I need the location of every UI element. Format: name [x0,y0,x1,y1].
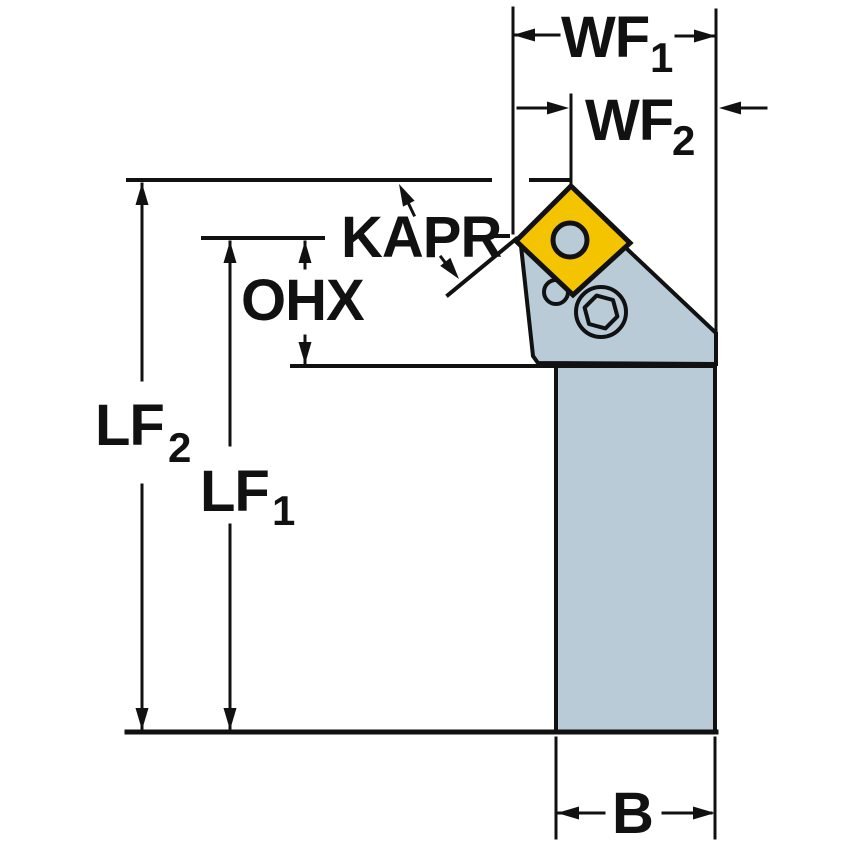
ohx-dimension: OHX [241,240,366,365]
ohx-label: OHX [241,268,365,333]
b-arrow-left [557,806,579,820]
lf2-arrow-down [135,708,149,730]
clamp-screw [574,285,628,339]
hex-socket-icon [582,293,620,331]
wf2-label-subscript: 2 [672,117,695,164]
ohx-arrow-down [298,342,312,364]
lf1-label-subscript: 1 [272,487,295,534]
wf2-dimension: WF 2 [516,88,768,164]
kapr-arrow-up [399,184,415,207]
b-label: B [612,781,653,846]
reference-lines [124,6,719,840]
wf1-dimension: WF 1 [513,5,716,81]
lf1-arrow-down [223,708,237,730]
b-dimension: B [556,781,715,846]
wf1-arrow-left [513,28,535,42]
wf1-arrow-right [694,29,716,43]
insert-hole [550,220,590,260]
cutting-edge-angle-line [445,236,519,298]
wf2-arrow-right [719,101,741,115]
wf2-arrow-left [547,101,569,115]
lf2-label-subscript: 2 [168,424,191,471]
lf1-arrow-up [223,241,237,263]
screw-head [574,285,628,339]
lf2-label: LF [95,393,164,458]
lf1-dimension: LF 1 [200,240,295,731]
wf1-label: WF [561,5,649,70]
wf1-label-subscript: 1 [650,34,673,81]
holder-shank [554,364,717,734]
insert [512,182,634,299]
kapr-annotation: KAPR [341,184,519,298]
lf2-dimension: LF 2 [95,182,191,731]
kapr-arrow-down [440,257,459,279]
kapr-label: KAPR [341,205,501,270]
tool-body [512,182,718,734]
b-arrow-right [693,806,715,820]
lf2-arrow-up [135,183,149,205]
lf1-label: LF [200,459,269,524]
wf2-label: WF [585,88,673,153]
ohx-arrow-up [298,241,312,263]
